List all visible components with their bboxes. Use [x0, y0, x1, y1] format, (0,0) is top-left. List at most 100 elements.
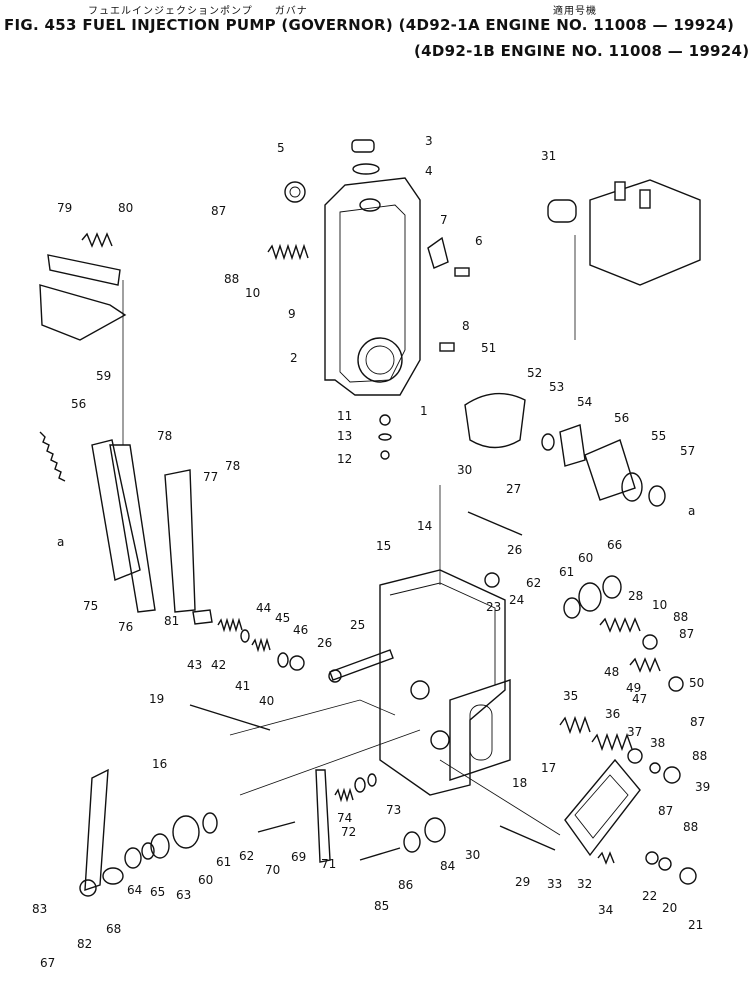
callout-47: 47: [632, 692, 647, 706]
callout-78: 78: [225, 459, 240, 473]
callout-82: 82: [77, 937, 92, 951]
callout-8: 8: [462, 319, 470, 333]
callout-49: 49: [626, 681, 641, 695]
callout-87: 87: [690, 715, 705, 729]
parts-line-art: [39, 139, 701, 897]
callout-76: 76: [118, 620, 133, 634]
callout-59: 59: [96, 369, 111, 383]
katakana-caption: フュエルインジェクションポンプ ガバナ: [88, 6, 308, 17]
callout-9: 9: [288, 307, 296, 321]
callout-87: 87: [211, 204, 226, 218]
callout-42: 42: [211, 658, 226, 672]
callout-62: 62: [526, 576, 541, 590]
callout-48: 48: [604, 665, 619, 679]
callout-36: 36: [605, 707, 620, 721]
callout-35: 35: [563, 689, 578, 703]
callout-80: 80: [118, 201, 133, 215]
callout-30: 30: [465, 848, 480, 862]
callout-87: 87: [658, 804, 673, 818]
callout-a: a: [688, 504, 695, 518]
callout-14: 14: [417, 519, 432, 533]
callout-63: 63: [176, 888, 191, 902]
callout-18: 18: [512, 776, 527, 790]
callout-12: 12: [337, 452, 352, 466]
callout-68: 68: [106, 922, 121, 936]
callout-29: 29: [515, 875, 530, 889]
callout-61: 61: [216, 855, 231, 869]
callout-65: 65: [150, 885, 165, 899]
figure-title: FUEL INJECTION PUMP (GOVERNOR): [82, 16, 394, 34]
callout-88: 88: [673, 610, 688, 624]
callout-27: 27: [506, 482, 521, 496]
callout-20: 20: [662, 901, 677, 915]
callout-88: 88: [692, 749, 707, 763]
callout-62: 62: [239, 849, 254, 863]
callout-54: 54: [577, 395, 592, 409]
callout-7: 7: [440, 213, 448, 227]
callout-33: 33: [547, 877, 562, 891]
callout-77: 77: [203, 470, 218, 484]
callout-30: 30: [457, 463, 472, 477]
callout-70: 70: [265, 863, 280, 877]
callout-32: 32: [577, 877, 592, 891]
callout-56: 56: [614, 411, 629, 425]
callout-38: 38: [650, 736, 665, 750]
callout-17: 17: [541, 761, 556, 775]
callout-53: 53: [549, 380, 564, 394]
callout-11: 11: [337, 409, 352, 423]
applicable-caption: 適用号機: [553, 6, 597, 17]
callout-51: 51: [481, 341, 496, 355]
callout-50: 50: [689, 676, 704, 690]
callout-2: 2: [290, 351, 298, 365]
callout-24: 24: [509, 593, 524, 607]
callout-22: 22: [642, 889, 657, 903]
callout-15: 15: [376, 539, 391, 553]
callout-56: 56: [71, 397, 86, 411]
callout-28: 28: [628, 589, 643, 603]
callout-72: 72: [341, 825, 356, 839]
figure-label: FIG. 453: [4, 16, 77, 34]
title-line: FIG. 453 FUEL INJECTION PUMP (GOVERNOR) …: [4, 16, 734, 34]
callout-1: 1: [420, 404, 428, 418]
callout-61: 61: [559, 565, 574, 579]
callout-71: 71: [321, 857, 336, 871]
callout-78: 78: [157, 429, 172, 443]
callout-31: 31: [541, 149, 556, 163]
callout-85: 85: [374, 899, 389, 913]
callout-52: 52: [527, 366, 542, 380]
callout-13: 13: [337, 429, 352, 443]
callout-88: 88: [683, 820, 698, 834]
callout-39: 39: [695, 780, 710, 794]
callout-67: 67: [40, 956, 55, 970]
callout-64: 64: [127, 883, 142, 897]
callout-25: 25: [350, 618, 365, 632]
callout-86: 86: [398, 878, 413, 892]
callout-4: 4: [425, 164, 433, 178]
figure-header: フュエルインジェクションポンプ ガバナ 適用号機 FIG. 453 FUEL I…: [0, 0, 749, 70]
callout-26: 26: [507, 543, 522, 557]
callout-19: 19: [149, 692, 164, 706]
callout-75: 75: [83, 599, 98, 613]
callout-87: 87: [679, 627, 694, 641]
callout-55: 55: [651, 429, 666, 443]
callout-10: 10: [652, 598, 667, 612]
callout-46: 46: [293, 623, 308, 637]
callout-88: 88: [224, 272, 239, 286]
callout-34: 34: [598, 903, 613, 917]
callout-5: 5: [277, 141, 285, 155]
callout-69: 69: [291, 850, 306, 864]
callout-44: 44: [256, 601, 271, 615]
callout-60: 60: [578, 551, 593, 565]
applicability-line-2: (4D92-1B ENGINE NO. 11008 — 19924): [414, 42, 749, 60]
callout-16: 16: [152, 757, 167, 771]
callout-41: 41: [235, 679, 250, 693]
callout-83: 83: [32, 902, 47, 916]
callout-45: 45: [275, 611, 290, 625]
callout-74: 74: [337, 811, 352, 825]
callout-60: 60: [198, 873, 213, 887]
callout-6: 6: [475, 234, 483, 248]
callout-26: 26: [317, 636, 332, 650]
callout-3: 3: [425, 134, 433, 148]
